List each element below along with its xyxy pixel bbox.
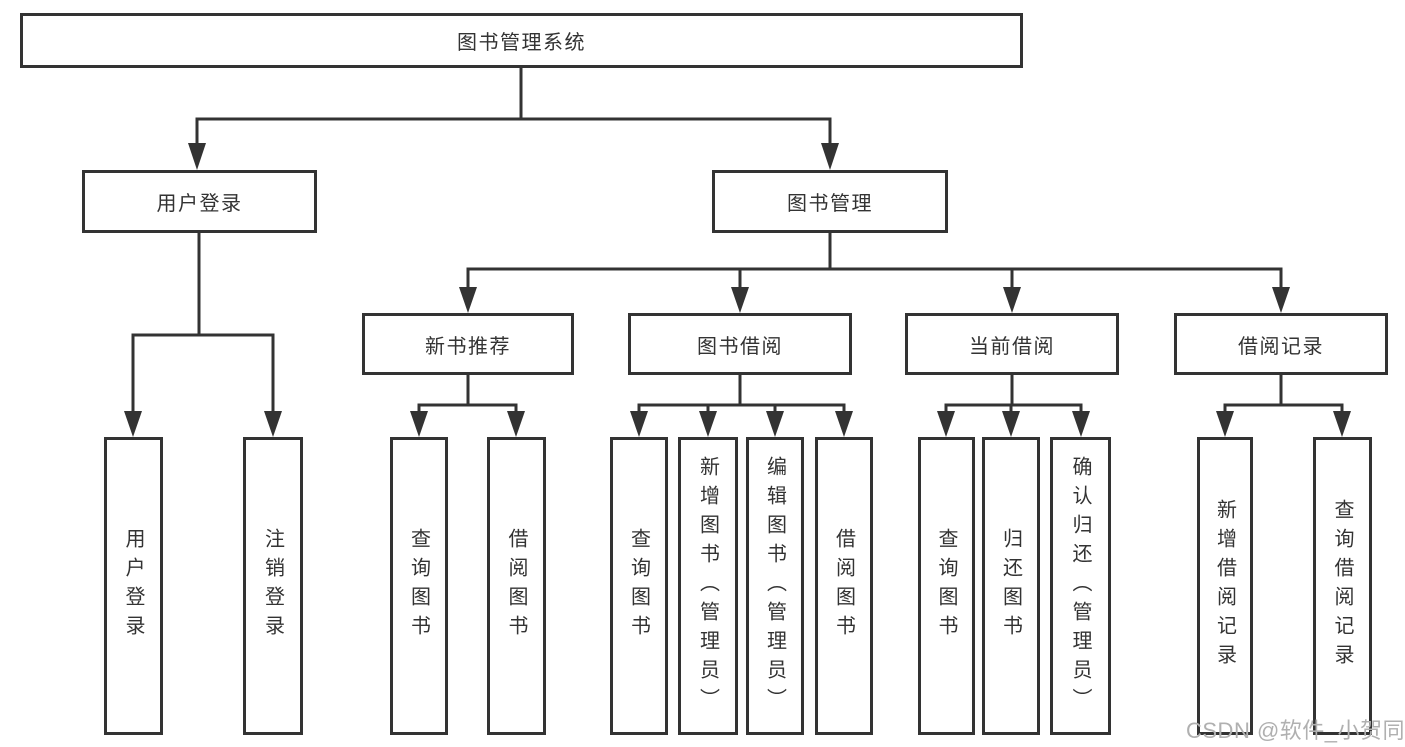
connector-book-borrowing-branch	[630, 373, 853, 437]
node-library-system-label: 图书管理系统	[457, 32, 586, 54]
leaf-borrow-books-borrowing: 借阅图书	[815, 437, 873, 735]
node-new-book-recommend-label: 新书推荐	[425, 335, 511, 358]
leaf-edit-books-admin: 编辑图书（管理员）	[746, 437, 804, 735]
leaf-borrow-books-borrowing-label: 借阅图书	[832, 528, 855, 644]
leaf-query-books-recommend-label: 查询图书	[407, 528, 430, 644]
leaf-add-borrow-record-label: 新增借阅记录	[1213, 499, 1236, 673]
leaf-query-books-borrowing-label: 查询图书	[627, 528, 650, 644]
node-user-login-label: 用户登录	[156, 193, 243, 215]
leaf-add-borrow-record: 新增借阅记录	[1197, 437, 1253, 735]
leaf-return-books: 归还图书	[982, 437, 1040, 735]
connector-user-login-branch	[124, 231, 282, 437]
leaf-query-books-current-label: 查询图书	[935, 528, 957, 644]
node-library-system: 图书管理系统	[20, 13, 1023, 68]
leaf-query-borrow-record-label: 查询借阅记录	[1331, 499, 1353, 673]
node-book-borrowing: 图书借阅	[628, 313, 852, 375]
leaf-return-books-label: 归还图书	[999, 528, 1022, 644]
leaf-borrow-books-recommend: 借阅图书	[487, 437, 546, 735]
leaf-user-login-label: 用户登录	[122, 528, 144, 644]
connector-book-management-branch	[459, 231, 1290, 313]
node-borrowing-records: 借阅记录	[1174, 313, 1388, 375]
leaf-borrow-books-recommend-label: 借阅图书	[505, 528, 527, 644]
csdn-watermark: CSDN @软件_小贺同学	[1186, 718, 1405, 743]
node-book-management-label: 图书管理	[787, 193, 873, 215]
connector-borrowing-records-branch	[1216, 373, 1351, 437]
node-current-borrowing: 当前借阅	[905, 313, 1119, 375]
connector-root-to-level2	[188, 64, 839, 170]
connector-new-book-recommend-branch	[410, 373, 525, 437]
leaf-confirm-return-admin-label: 确认归还（管理员）	[1069, 455, 1091, 717]
leaf-add-books-admin: 新增图书（管理员）	[678, 437, 738, 735]
leaf-query-books-borrowing: 查询图书	[610, 437, 668, 735]
node-borrowing-records-label: 借阅记录	[1238, 335, 1324, 358]
leaf-edit-books-admin-label: 编辑图书（管理员）	[763, 455, 786, 717]
leaf-add-books-admin-label: 新增图书（管理员）	[696, 455, 719, 717]
node-user-login: 用户登录	[82, 170, 317, 233]
leaf-confirm-return-admin: 确认归还（管理员）	[1050, 437, 1111, 735]
node-new-book-recommend: 新书推荐	[362, 313, 574, 375]
node-current-borrowing-label: 当前借阅	[969, 335, 1055, 358]
leaf-query-books-current: 查询图书	[918, 437, 975, 735]
connector-current-borrowing-branch	[937, 373, 1090, 437]
leaf-logout-label: 注销登录	[261, 528, 284, 644]
leaf-user-login: 用户登录	[104, 437, 163, 735]
leaf-query-books-recommend: 查询图书	[390, 437, 448, 735]
leaf-logout: 注销登录	[243, 437, 303, 735]
node-book-management: 图书管理	[712, 170, 948, 233]
leaf-query-borrow-record: 查询借阅记录	[1313, 437, 1372, 735]
node-book-borrowing-label: 图书借阅	[697, 335, 783, 358]
